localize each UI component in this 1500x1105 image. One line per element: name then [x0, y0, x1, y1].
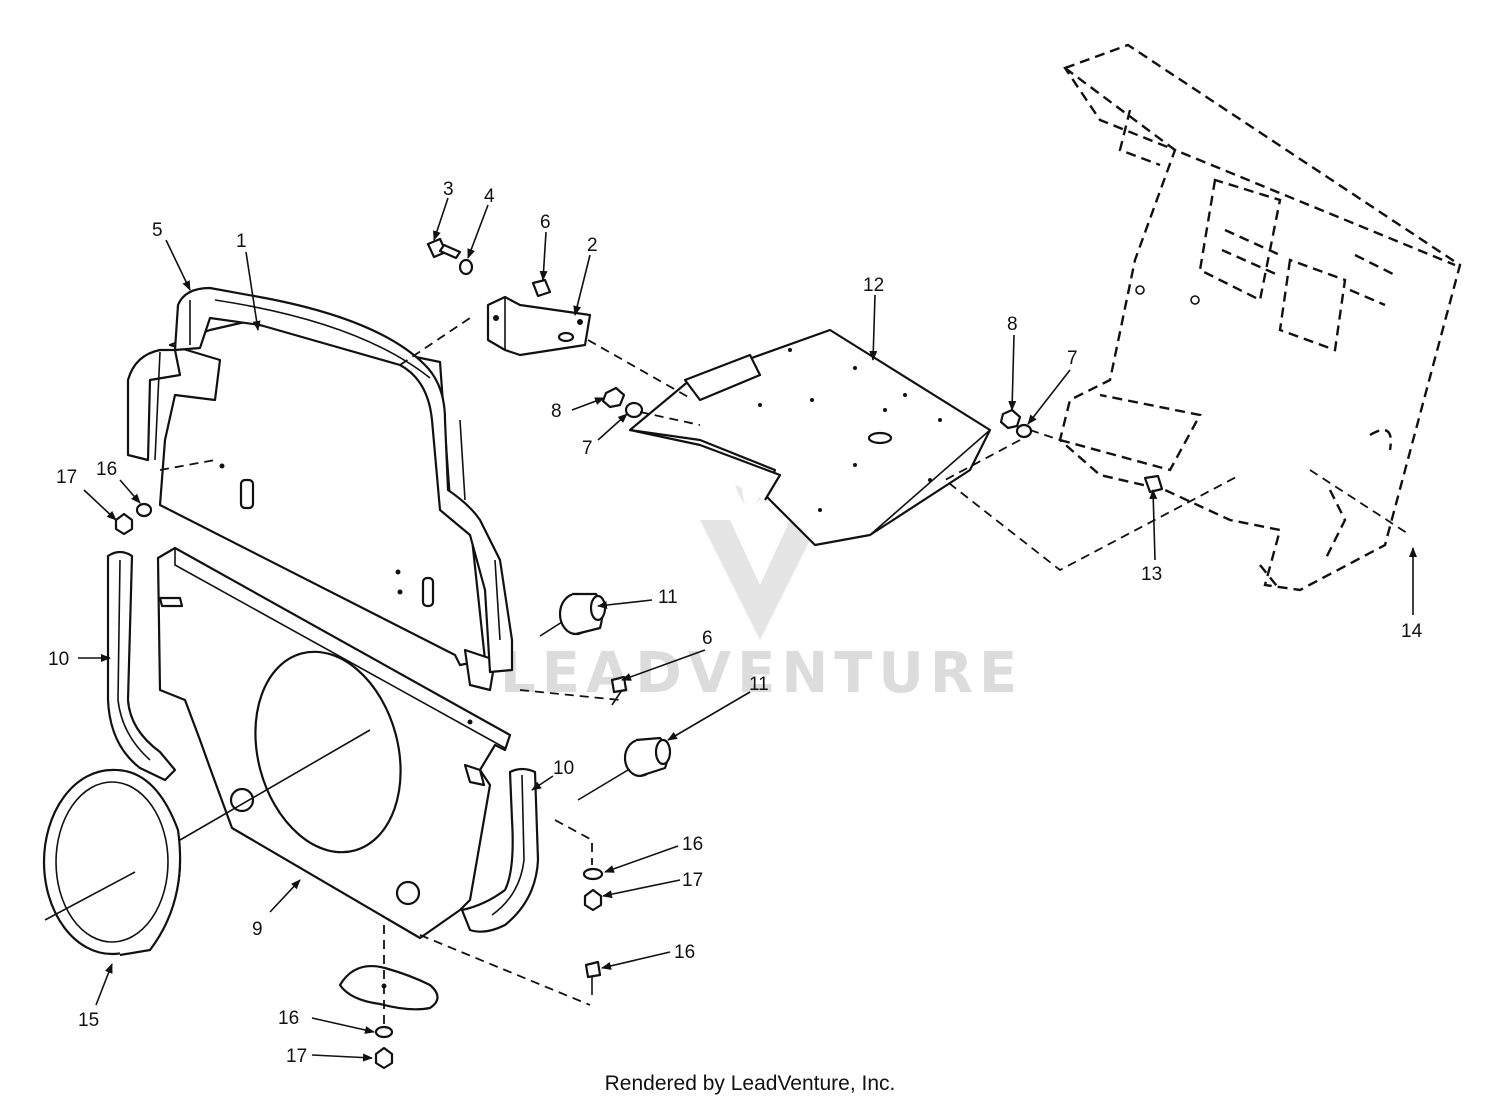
callout-13: 13	[1141, 564, 1162, 585]
render-credit: Rendered by LeadVenture, Inc.	[604, 1072, 896, 1095]
callout-6-middle: 6	[702, 628, 713, 649]
callout-5: 5	[152, 220, 163, 241]
part-15-ring	[42, 768, 182, 957]
callout-17-left: 17	[56, 467, 77, 488]
callout-7-left: 7	[582, 438, 593, 459]
callout-9: 9	[252, 919, 263, 940]
callout-12: 12	[863, 275, 884, 296]
part-8-nut-right	[999, 408, 1022, 430]
callout-7-right: 7	[1067, 348, 1078, 369]
callout-10-right: 10	[553, 758, 574, 779]
part-17-nut-left	[114, 512, 134, 536]
callout-2: 2	[587, 235, 598, 256]
part-3-bolt	[426, 237, 462, 260]
callout-17-bottom: 17	[286, 1046, 307, 1067]
part-16-bolt-lower-right	[584, 960, 602, 995]
part-16-washer-left	[135, 502, 153, 518]
part-11-bushing-lower	[623, 736, 672, 778]
callout-8-left: 8	[551, 401, 562, 422]
part-16-washer-lower-center	[582, 867, 604, 881]
part-17-nut-lower-center	[583, 888, 603, 912]
part-16-washer-bottom	[374, 1025, 394, 1039]
part-7-washer-left	[624, 401, 644, 419]
part-6-bolt-top	[531, 278, 552, 298]
part-7-washer-right	[1015, 423, 1033, 439]
callout-11-lower: 11	[749, 674, 769, 695]
part-11-bushing-upper	[558, 592, 607, 636]
part-17-nut-bottom	[374, 1046, 394, 1070]
part-10-trim-left	[106, 550, 177, 782]
callout-16-center: 16	[682, 834, 703, 855]
watermark-logo: LEADVENTURE	[500, 420, 1023, 706]
part-9-lower-panel	[156, 546, 512, 940]
callout-1: 1	[236, 231, 247, 252]
callout-16-left: 16	[96, 459, 117, 480]
callout-14: 14	[1401, 621, 1423, 642]
callout-leaders	[78, 197, 1417, 1062]
part-12-mounting-plate	[628, 328, 992, 547]
callout-3: 3	[443, 179, 454, 200]
part-13-bolt	[1143, 474, 1164, 494]
assembly-lines	[44, 317, 1411, 1025]
callout-16-bottom: 16	[278, 1008, 299, 1029]
part-6-bolt-middle	[610, 675, 628, 694]
callout-17-center: 17	[682, 870, 703, 891]
callout-16-right: 16	[674, 942, 695, 963]
part-5-upper-trim	[126, 286, 514, 674]
foot-plate	[338, 964, 439, 1011]
callout-8-right: 8	[1007, 314, 1018, 335]
callout-6-top: 6	[540, 212, 551, 233]
callout-10-left: 10	[48, 649, 69, 670]
callout-labels: 3 4 6 2 5 1 12 8 7 8 7 13 14 17 16 11 6 …	[48, 179, 1423, 1067]
callout-11-upper: 11	[658, 587, 678, 608]
part-10-trim-right	[460, 767, 540, 933]
part-14-frame-outline	[1058, 43, 1462, 592]
part-8-nut-left	[601, 386, 626, 409]
part-4-washer	[458, 258, 474, 276]
callout-15: 15	[78, 1010, 99, 1031]
part-2-bracket	[486, 295, 592, 357]
watermark-text: LEADVENTURE	[500, 641, 1023, 706]
callout-4: 4	[484, 186, 495, 207]
